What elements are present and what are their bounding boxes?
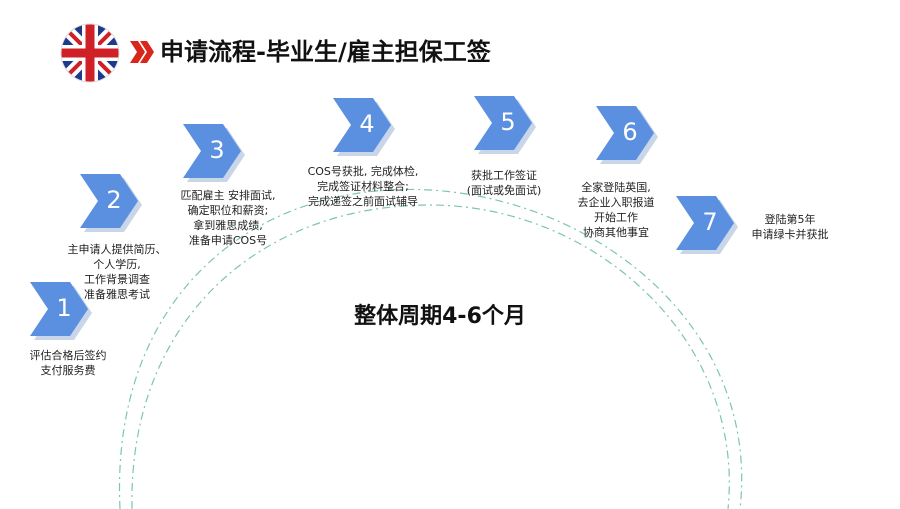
- chevron-arrow-icon: [596, 106, 658, 164]
- step-2-description: 主申请人提供简历、个人学历, 工作背景调查准备雅思考试: [68, 242, 167, 302]
- description-line: 完成签证材料整合;: [317, 180, 409, 193]
- step-number: 6: [622, 118, 638, 146]
- double-chevron-icon: [130, 41, 154, 63]
- step-number: 5: [500, 108, 516, 136]
- description-line: 协商其他事宜: [583, 226, 649, 239]
- description-line: 开始工作: [594, 211, 638, 224]
- description-line: (面试或免面试): [466, 184, 542, 197]
- step-number: 2: [106, 186, 122, 214]
- description-line: 全家登陆英国,: [581, 181, 651, 194]
- step-number: 7: [702, 208, 718, 236]
- description-line: 准备申请COS号: [188, 234, 268, 247]
- description-line: COS号获批, 完成体检,: [307, 165, 419, 178]
- step-1-description: 评估合格后签约支付服务费: [30, 348, 107, 378]
- step-3-description: 匹配雇主 安排面试, 确定职位和薪资; 拿到雅思成绩, 准备申请COS号: [181, 188, 276, 248]
- step-number: 1: [56, 294, 72, 322]
- step-6-description: 全家登陆英国, 去企业入职报道开始工作协商其他事宜: [578, 180, 655, 240]
- step-7-chevron: 7: [676, 196, 740, 254]
- description-line: 匹配雇主 安排面试,: [180, 189, 276, 202]
- page-title: 申请流程-毕业生/雇主担保工签: [160, 38, 491, 66]
- description-line: 完成递签之前面试辅导: [308, 195, 418, 208]
- description-line: 支付服务费: [40, 364, 96, 377]
- chevron-arrow-icon: [183, 124, 245, 182]
- chevron-arrow-icon: [676, 196, 738, 254]
- step-7-description: 登陆第5年申请绿卡并获批: [752, 212, 829, 242]
- step-5-chevron: 5: [474, 96, 538, 154]
- step-5-description: 获批工作签证 (面试或免面试): [467, 168, 542, 198]
- step-3-chevron: 3: [183, 124, 247, 182]
- description-line: 获批工作签证: [471, 169, 537, 182]
- arc-inner: [131, 204, 730, 509]
- step-2-chevron: 2: [80, 174, 144, 232]
- step-1-chevron: 1: [30, 282, 94, 340]
- description-line: 个人学历,: [93, 258, 141, 271]
- step-4-chevron: 4: [333, 98, 397, 156]
- chevron-arrow-icon: [474, 96, 536, 154]
- arc-outer: [118, 188, 743, 509]
- description-line: 申请绿卡并获批: [751, 228, 829, 241]
- chevron-arrow-icon: [30, 282, 92, 340]
- description-line: 准备雅思考试: [84, 288, 150, 301]
- description-line: 评估合格后签约: [29, 349, 107, 362]
- cycle-duration-label: 整体周期4-6个月: [354, 304, 526, 329]
- description-line: 拿到雅思成绩,: [193, 219, 263, 232]
- step-6-chevron: 6: [596, 106, 660, 164]
- step-4-description: COS号获批, 完成体检, 完成签证材料整合; 完成递签之前面试辅导: [308, 164, 419, 209]
- chevron-arrow-icon: [333, 98, 395, 156]
- description-line: 确定职位和薪资;: [187, 204, 269, 217]
- uk-flag-icon: [60, 23, 120, 83]
- chevron-arrow-icon: [80, 174, 142, 232]
- description-line: 主申请人提供简历、: [67, 243, 167, 256]
- description-line: 工作背景调查: [84, 273, 150, 286]
- description-line: 登陆第5年: [764, 213, 816, 226]
- step-number: 4: [359, 110, 375, 138]
- description-line: 去企业入职报道: [577, 196, 655, 209]
- step-number: 3: [209, 136, 225, 164]
